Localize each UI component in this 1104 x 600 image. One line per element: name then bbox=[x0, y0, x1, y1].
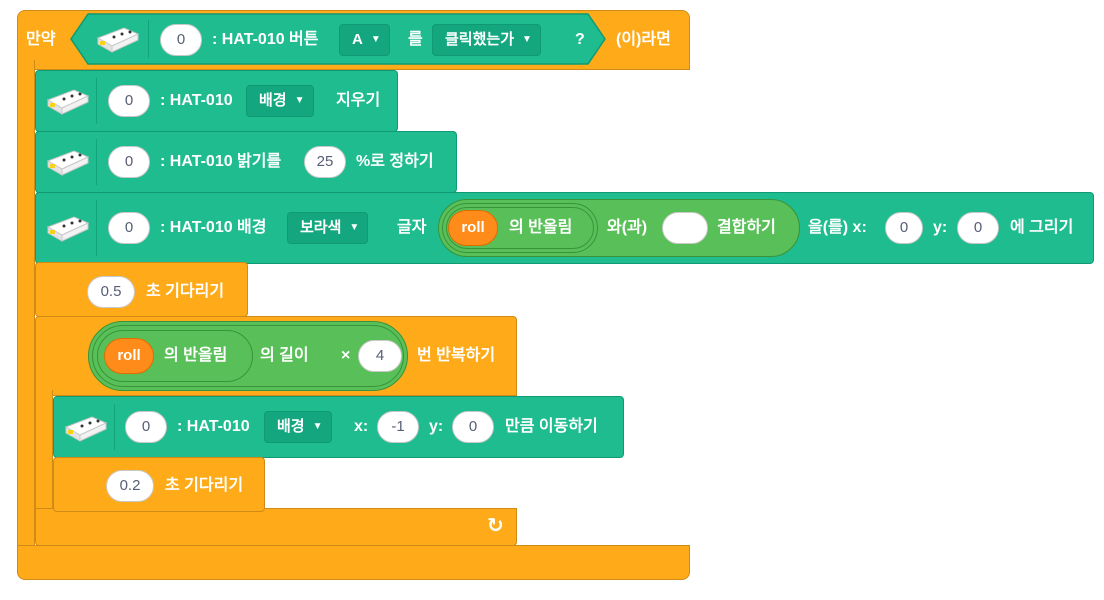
length-label: 의 길이 bbox=[260, 347, 309, 364]
move-x-label: x: bbox=[354, 418, 369, 435]
move-port-input[interactable]: 0 bbox=[125, 411, 167, 443]
repeat-block-arm bbox=[35, 390, 53, 515]
repeat-label: 번 반복하기 bbox=[417, 347, 496, 364]
if-block-bottom[interactable] bbox=[17, 545, 690, 580]
if-port-input[interactable]: 0 bbox=[160, 24, 202, 56]
button-dropdown-value: A bbox=[352, 31, 363, 48]
question-label: ? bbox=[575, 31, 585, 48]
color-dropdown[interactable]: 보라색 ▼ bbox=[287, 212, 369, 244]
button-dropdown[interactable]: A▼ bbox=[339, 24, 390, 56]
wait-1-input[interactable]: 0.5 bbox=[87, 276, 135, 308]
clear-target-dropdown[interactable]: 배경 ▼ bbox=[246, 85, 314, 117]
round-label: 의 반올림 bbox=[509, 219, 573, 236]
move-y-input[interactable]: 0 bbox=[452, 411, 494, 443]
clear-target-value: 배경 bbox=[259, 92, 287, 109]
draw-label: 에 그리기 bbox=[1010, 219, 1074, 236]
brightness-suffix-label: %로 정하기 bbox=[356, 153, 434, 170]
reul-label: 를 bbox=[408, 31, 423, 48]
hat-device-icon bbox=[96, 27, 140, 53]
move-y-label: y: bbox=[429, 418, 444, 435]
repeat-block-bottom[interactable] bbox=[35, 508, 517, 546]
draw-y-label: y: bbox=[933, 219, 948, 236]
draw-x-input[interactable]: 0 bbox=[885, 212, 923, 244]
wait-2-input[interactable]: 0.2 bbox=[106, 470, 154, 502]
hat-device-icon bbox=[46, 216, 90, 242]
hat-device-icon bbox=[46, 89, 90, 115]
clear-port-input[interactable]: 0 bbox=[108, 85, 150, 117]
wait-2-label: 초 기다리기 bbox=[165, 477, 244, 494]
if-device-label: : HAT-010 버튼 bbox=[212, 31, 319, 48]
wait-block-1[interactable] bbox=[35, 262, 248, 317]
if-label: 만약 bbox=[26, 31, 56, 48]
move-device-label: : HAT-010 bbox=[177, 418, 250, 435]
text-label: 글자 bbox=[397, 219, 427, 236]
round-reporter-inner-ring bbox=[446, 207, 594, 249]
repeat-roll-variable[interactable]: roll bbox=[104, 338, 154, 374]
brightness-block[interactable] bbox=[35, 131, 457, 193]
then-label: (이)라면 bbox=[616, 31, 671, 48]
state-dropdown[interactable]: 클릭했는가 ▼ bbox=[432, 24, 541, 56]
move-label: 만큼 이동하기 bbox=[505, 418, 598, 435]
repeat-count-input[interactable]: 4 bbox=[358, 340, 402, 372]
wait-1-label: 초 기다리기 bbox=[146, 283, 225, 300]
times-symbol: × bbox=[341, 347, 351, 364]
brightness-value-input[interactable]: 25 bbox=[304, 146, 346, 178]
roll-variable[interactable]: roll bbox=[448, 210, 498, 246]
join-label: 결합하기 bbox=[717, 219, 776, 236]
color-dropdown-value: 보라색 bbox=[300, 219, 342, 236]
draw-y-input[interactable]: 0 bbox=[957, 212, 999, 244]
hat-device-icon bbox=[46, 150, 90, 176]
dropdown-caret-icon: ▼ bbox=[370, 34, 381, 46]
xy-label: 을(를) x: bbox=[808, 219, 867, 236]
dropdown-caret-icon: ▼ bbox=[294, 95, 305, 107]
clear-device-label: : HAT-010 bbox=[160, 92, 233, 109]
wait-block-2[interactable] bbox=[53, 457, 265, 512]
move-target-dropdown[interactable]: 배경 ▼ bbox=[264, 411, 332, 443]
state-dropdown-value: 클릭했는가 bbox=[445, 31, 515, 48]
hat-device-icon bbox=[64, 416, 108, 442]
clear-action-label: 지우기 bbox=[336, 92, 381, 109]
clear-block[interactable] bbox=[35, 70, 398, 132]
move-x-input[interactable]: -1 bbox=[377, 411, 419, 443]
dropdown-caret-icon: ▼ bbox=[349, 222, 360, 234]
if-block-arm bbox=[17, 60, 35, 550]
join-empty-input[interactable] bbox=[662, 212, 708, 244]
dropdown-caret-icon: ▼ bbox=[312, 421, 323, 433]
loop-arrow-icon: ↻ bbox=[487, 515, 504, 537]
brightness-port-input[interactable]: 0 bbox=[108, 146, 150, 178]
move-target-value: 배경 bbox=[277, 418, 305, 435]
repeat-round-label: 의 반올림 bbox=[164, 347, 228, 364]
with-label: 와(과) bbox=[607, 219, 648, 236]
dropdown-caret-icon: ▼ bbox=[522, 34, 532, 46]
brightness-device-label: : HAT-010 밝기를 bbox=[160, 153, 282, 170]
draw-device-label: : HAT-010 배경 bbox=[160, 219, 267, 236]
draw-port-input[interactable]: 0 bbox=[108, 212, 150, 244]
